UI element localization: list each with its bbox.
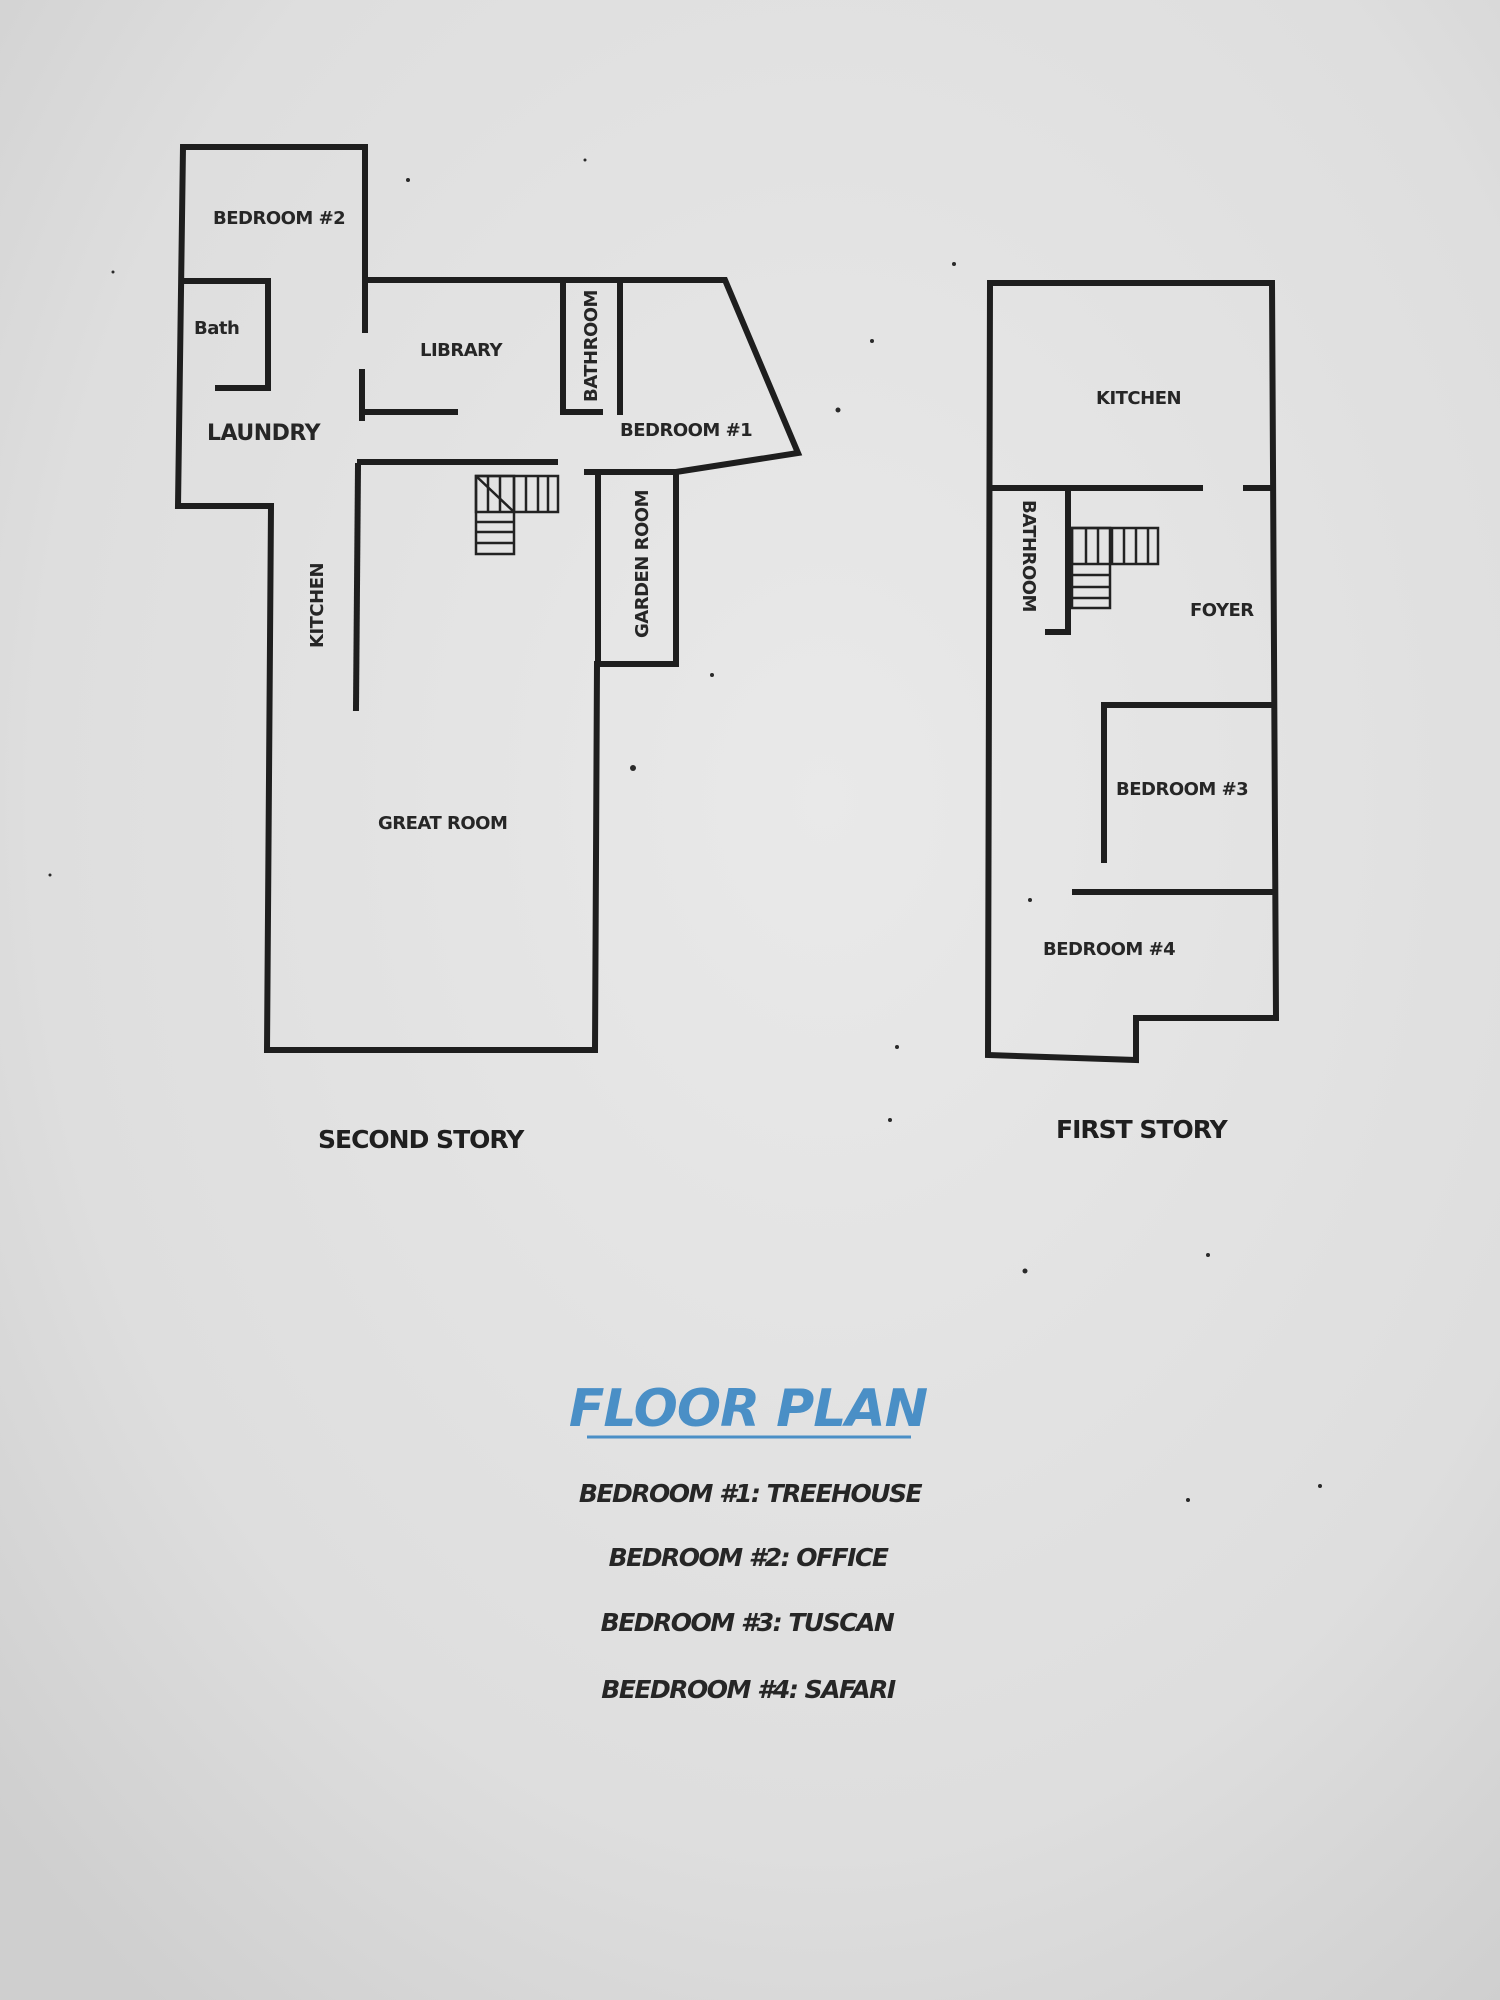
label-bedroom-3: BEDROOM #3 [1116,779,1248,800]
label-bath: Bath [194,318,239,339]
legend-item-bedroom-3: BEDROOM #3: TUSCAN [601,1608,895,1637]
second-story-caption: SECOND STORY [318,1125,525,1154]
legend-item-bedroom-2: BEDROOM #2: OFFICE [609,1543,889,1572]
legend-item-bedroom-1: BEDROOM #1: TREEHOUSE [579,1479,923,1508]
label-laundry: LAUNDRY [207,421,322,446]
label-bedroom-4: BEDROOM #4 [1043,939,1175,960]
first-story-stairs [1070,526,1160,610]
print-specks [48,158,1322,1502]
legend-item-bedroom-4: BEEDROOM #4: SAFARI [601,1675,896,1704]
label-garden-room: GARDEN ROOM [632,490,653,638]
floor-plan-title: FLOOR PLAN [569,1379,928,1439]
bedroom-3-wall [1101,702,1275,863]
label-bathroom-second: BATHROOM [581,290,602,402]
label-great-room: GREAT ROOM [378,813,507,834]
label-kitchen-second: KITCHEN [307,563,328,648]
label-bedroom-2: BEDROOM #2 [213,208,345,229]
second-story-plan: BEDROOM #2 Bath LAUNDRY LIBRARY BATHROOM… [174,144,803,1154]
first-story-outer-wall [984,280,1280,1064]
first-story-plan: KITCHEN BATHROOM FOYER BEDROOM #3 BEDROO… [984,280,1280,1144]
second-story-stairs [474,474,560,556]
bath-wall [180,278,271,391]
label-library: LIBRARY [420,340,504,361]
label-foyer: FOYER [1190,600,1254,621]
label-bedroom-1: BEDROOM #1 [620,420,752,441]
kitchen-divider-wall [352,462,362,712]
bathroom-wall [560,280,623,415]
first-story-caption: FIRST STORY [1056,1115,1229,1144]
label-bathroom-first: BATHROOM [1018,500,1039,612]
label-kitchen-first: KITCHEN [1096,388,1181,409]
